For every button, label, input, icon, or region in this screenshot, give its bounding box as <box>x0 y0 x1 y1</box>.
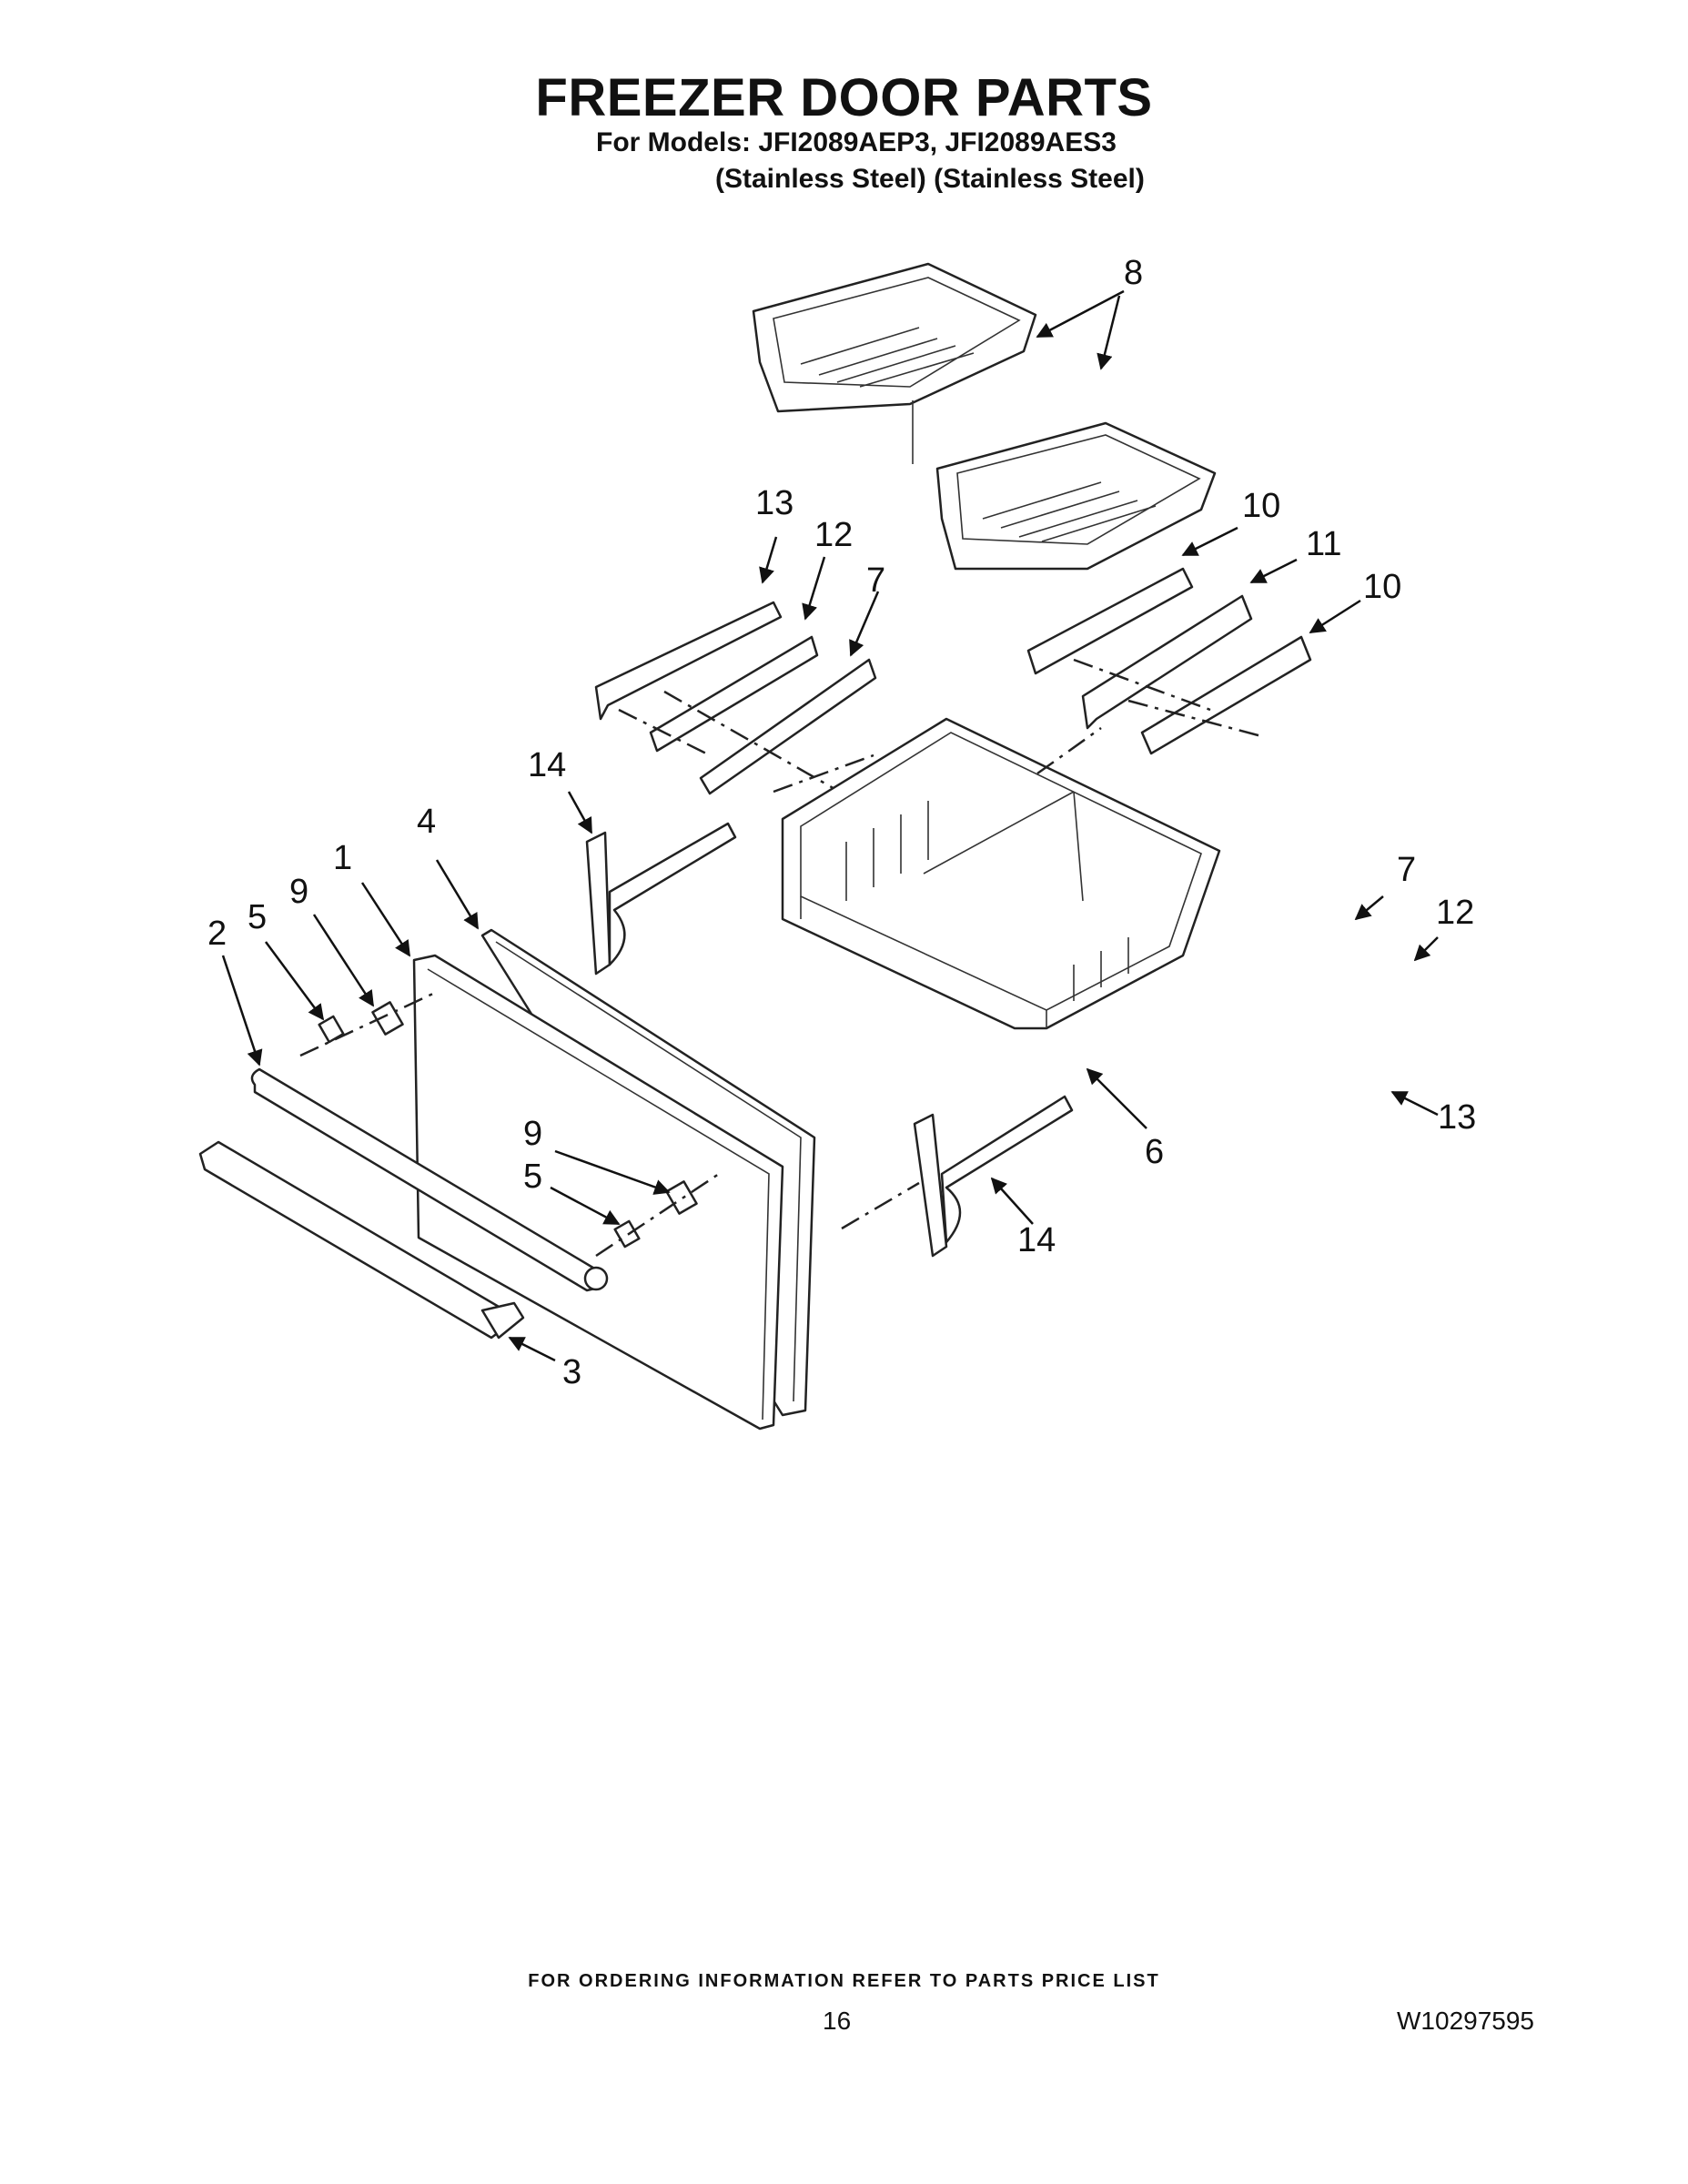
callout-label: 7 <box>866 561 885 600</box>
callout-label: 9 <box>289 873 308 911</box>
callout-label: 14 <box>528 746 566 784</box>
callout-label: 12 <box>814 516 853 554</box>
callout-label: 8 <box>1124 254 1143 292</box>
callout-label: 10 <box>1363 568 1401 606</box>
callout-label: 7 <box>1397 851 1416 889</box>
callout-label: 5 <box>523 1158 542 1196</box>
upper-basket-right <box>935 421 1217 571</box>
callout-label: 14 <box>1017 1221 1056 1259</box>
door-handle-upper <box>250 1067 609 1292</box>
page-title: FREEZER DOOR PARTS <box>535 68 1153 127</box>
callout-label: 11 <box>1306 525 1341 563</box>
right-upper-rail-set <box>1026 567 1312 755</box>
upper-basket-left <box>752 262 1037 464</box>
callout-label: 3 <box>562 1353 581 1391</box>
page-number: 16 <box>823 2007 852 2035</box>
callout-label: 2 <box>207 915 227 953</box>
document-number: W10297595 <box>1397 2007 1535 2035</box>
callout-label: 1 <box>333 839 352 877</box>
callout-label: 10 <box>1242 487 1280 525</box>
upper-bracket <box>585 822 737 976</box>
left-rail-set <box>594 601 877 803</box>
callout-label: 13 <box>1438 1098 1476 1137</box>
door-handle-lower <box>198 1140 525 1340</box>
callout-label: 6 <box>1145 1133 1164 1171</box>
callout-label: 13 <box>755 484 793 522</box>
freezer-door-panel <box>412 954 784 1431</box>
ordering-note: FOR ORDERING INFORMATION REFER TO PARTS … <box>528 1971 1160 1991</box>
handle-spacers <box>299 990 720 1258</box>
models-line: For Models: JFI2089AEP3, JFI2089AES3 <box>596 127 1117 157</box>
callout-label: 5 <box>248 898 267 936</box>
callout-leaders <box>221 289 1439 1362</box>
callout-label: 4 <box>417 803 436 841</box>
finish-line: (Stainless Steel) (Stainless Steel) <box>715 164 1145 194</box>
callout-label: 12 <box>1436 894 1474 932</box>
callout-label: 9 <box>523 1115 542 1153</box>
lower-bracket <box>841 1095 1074 1258</box>
freezer-lower-bin <box>781 717 1221 1030</box>
